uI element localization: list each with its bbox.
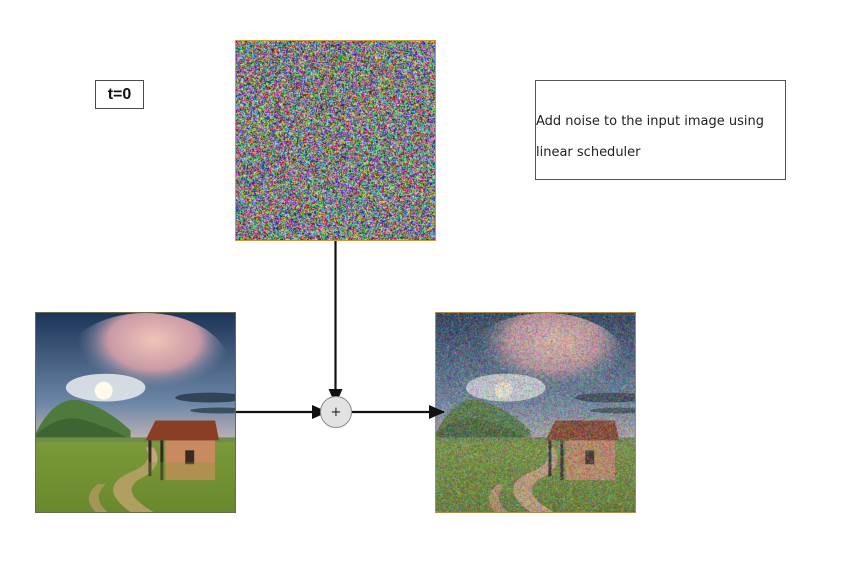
noise-overlay <box>436 313 635 512</box>
noisy-output-image <box>435 312 636 513</box>
caption-line-2: linear scheduler <box>536 145 641 160</box>
timestep-label: t=0 <box>95 80 144 109</box>
input-image-scene <box>36 313 235 512</box>
input-image <box>35 312 236 513</box>
caption-box: Add noise to the input image using linea… <box>535 80 786 180</box>
noise-canvas <box>236 41 435 240</box>
noise-image <box>235 40 436 241</box>
caption-line-1: Add noise to the input image using <box>536 114 764 129</box>
plus-icon: + <box>320 396 352 428</box>
